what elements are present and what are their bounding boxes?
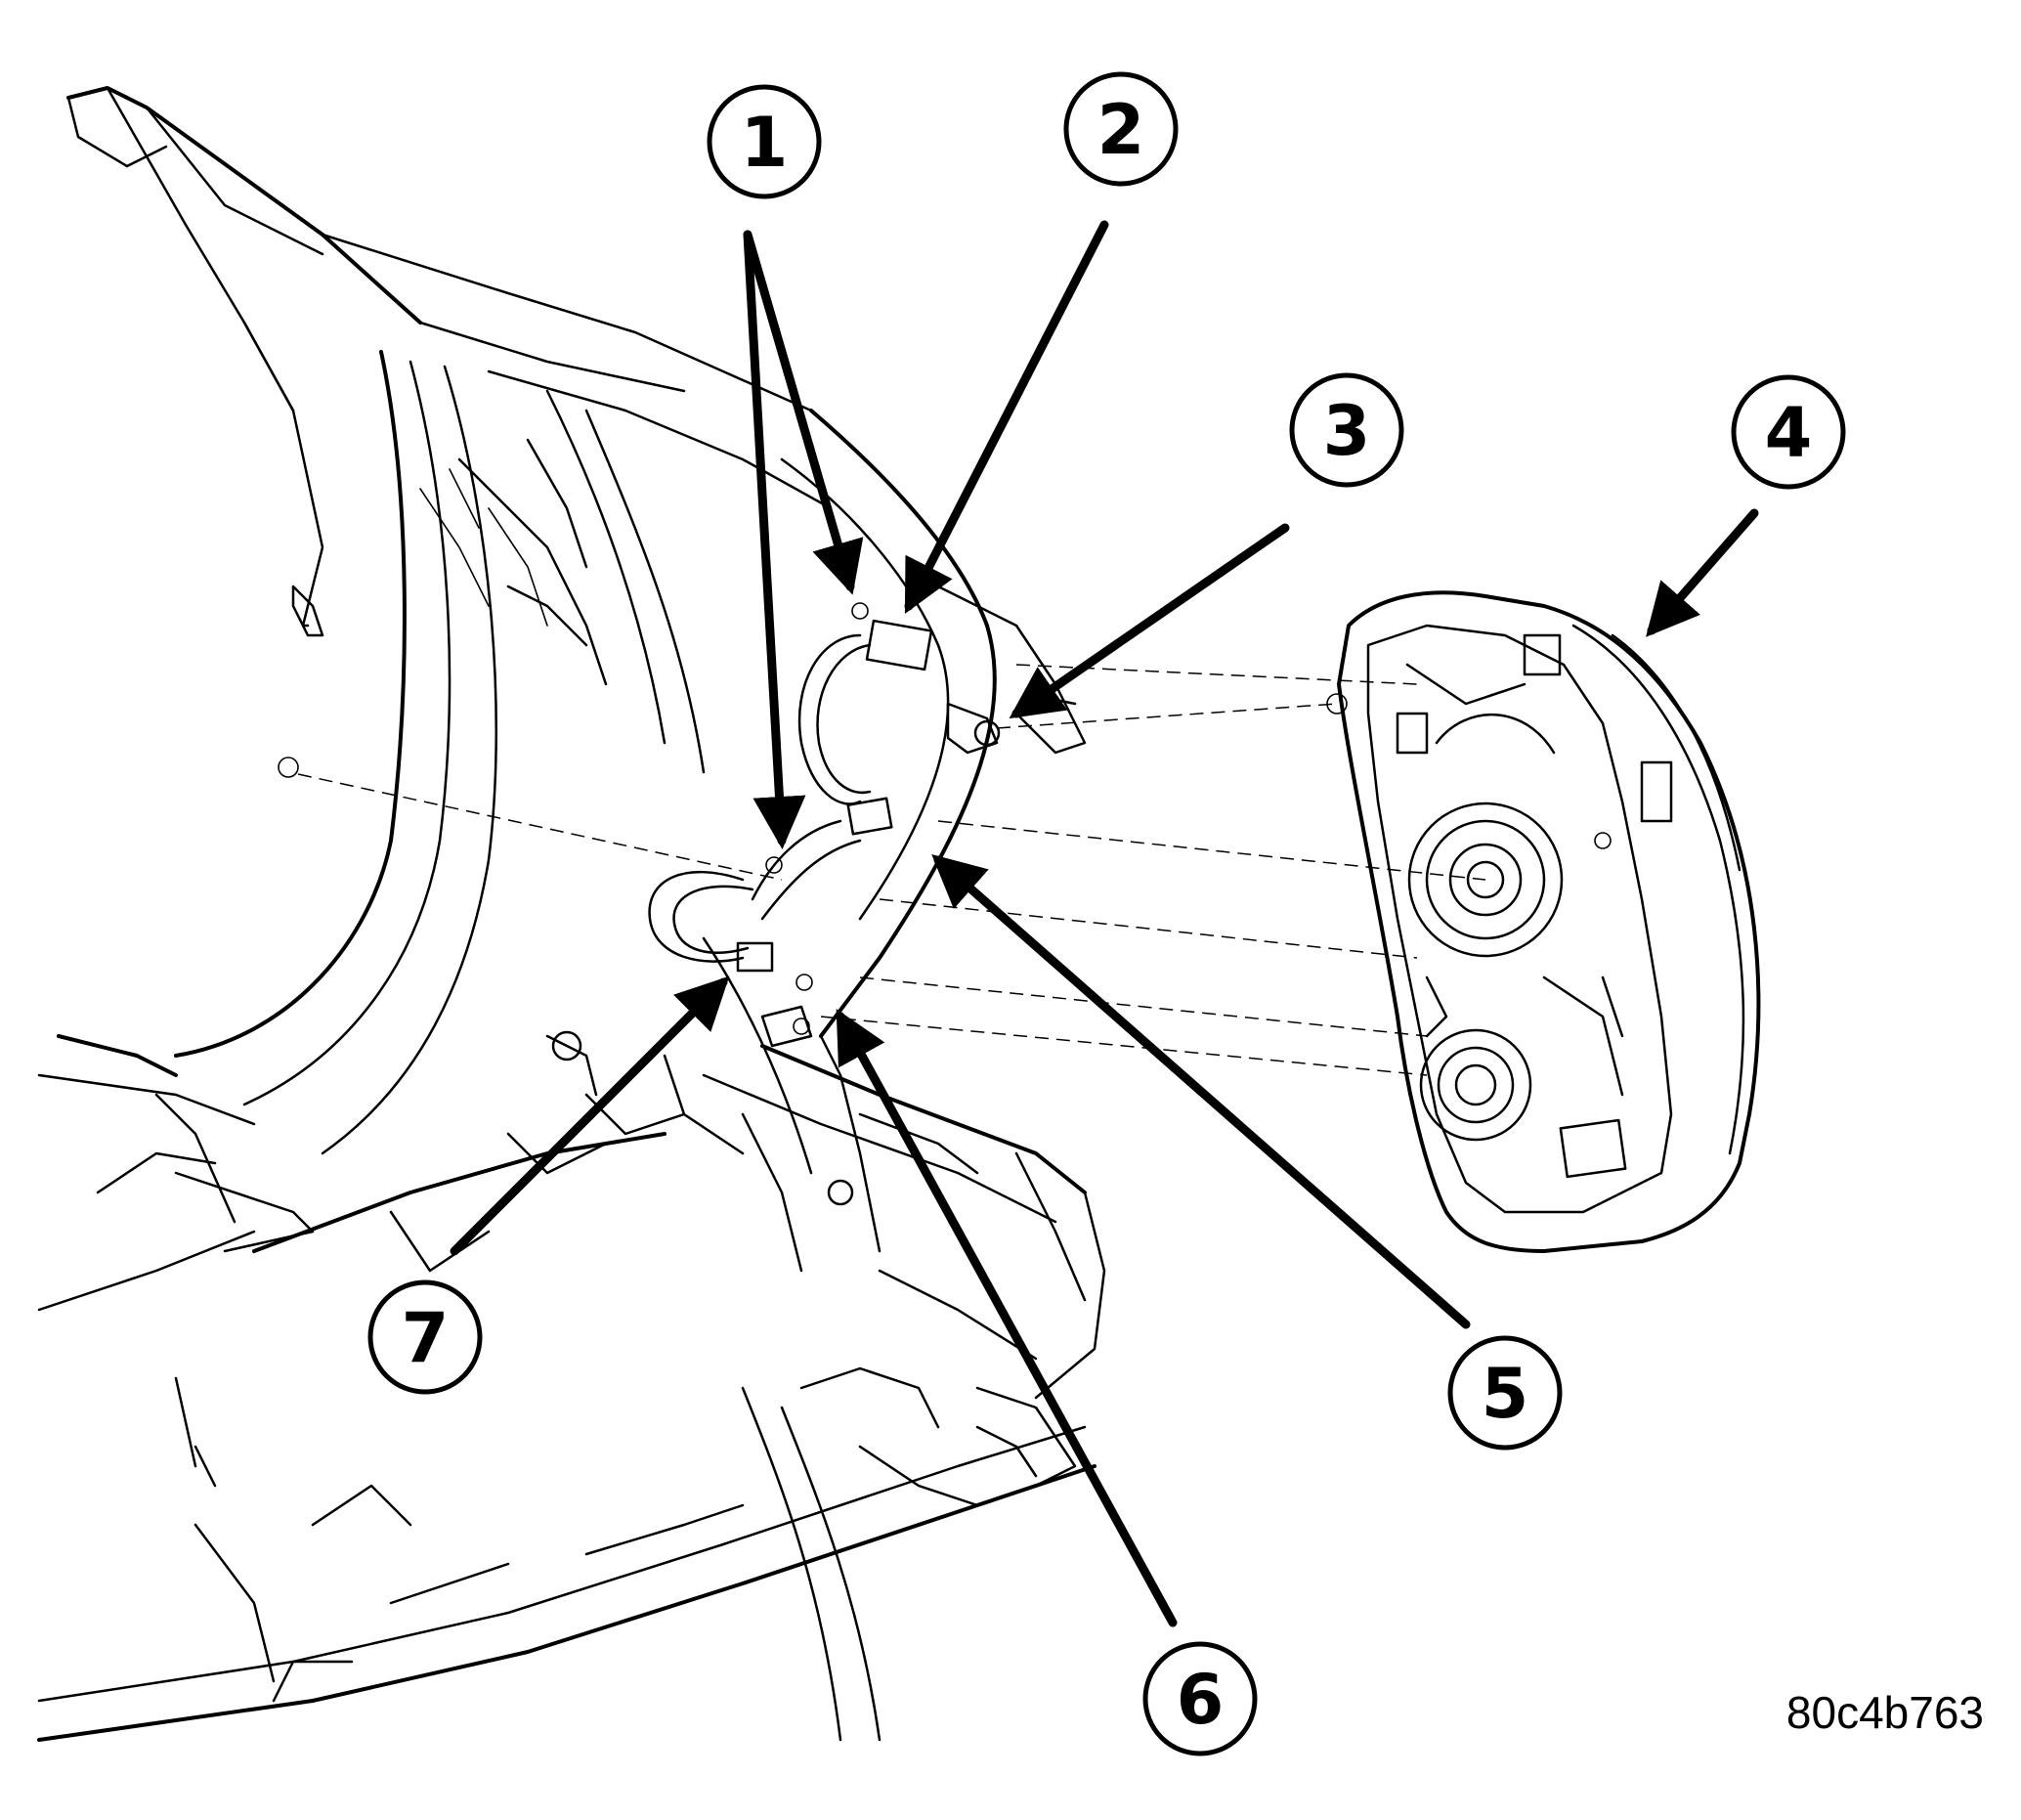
callout-3: 3 (1289, 372, 1404, 488)
callout-5-label: 5 (1482, 1354, 1529, 1434)
callout-1-label: 1 (741, 103, 789, 183)
callout-6: 6 (1142, 1641, 1258, 1756)
callout-4: 4 (1731, 374, 1846, 490)
vehicle-body-drawing (37, 86, 1106, 1742)
callout-7-label: 7 (402, 1298, 450, 1378)
arrow-1b (743, 230, 864, 595)
arrow-4 (1646, 508, 1759, 637)
callout-4-label: 4 (1765, 393, 1813, 473)
arrow-5 (931, 854, 1471, 1329)
arrow-2 (904, 220, 1109, 615)
arrow-6 (836, 1009, 1178, 1627)
figure-code: 80c4b763 (1786, 1687, 1984, 1738)
arrow-1a (743, 230, 806, 849)
leader-arrows (450, 220, 1759, 1627)
arrow-3 (1009, 523, 1290, 719)
arrow-7 (450, 975, 730, 1256)
callout-6-label: 6 (1177, 1660, 1225, 1740)
callout-2: 2 (1063, 71, 1179, 187)
callout-7: 7 (367, 1279, 483, 1395)
headlamp-assembly-drawing (1326, 590, 1761, 1253)
callout-1: 1 (707, 84, 822, 199)
callout-2-label: 2 (1097, 90, 1145, 170)
callout-5: 5 (1447, 1335, 1563, 1451)
alignment-lines (297, 664, 1486, 1076)
callout-3-label: 3 (1323, 391, 1371, 471)
